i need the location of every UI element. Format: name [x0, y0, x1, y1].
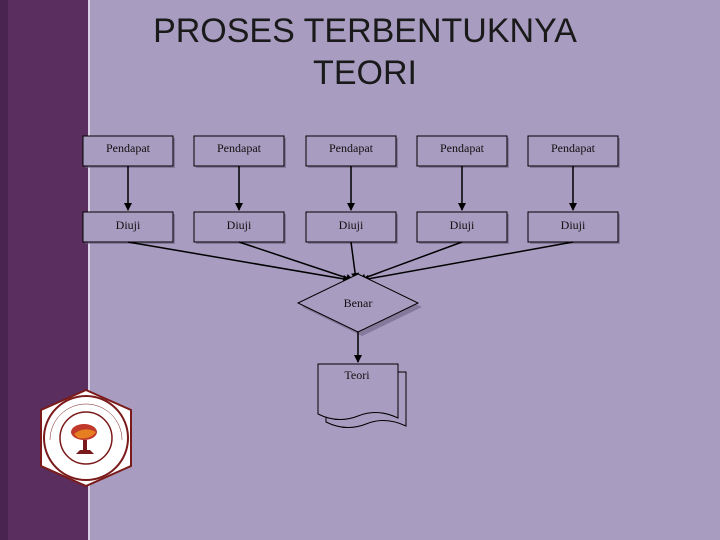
arrow-tested-to-decision: [358, 241, 463, 282]
document-shape-shadow: [325, 371, 407, 428]
opinion-label: Pendapat: [440, 141, 485, 155]
opinion-box: [82, 135, 174, 167]
slide-title: PROSES TERBENTUKNYA TEORI: [100, 10, 630, 94]
document-label: Teori: [344, 368, 370, 382]
opinion-label: Pendapat: [217, 141, 262, 155]
sidebar-divider: [88, 0, 90, 540]
tested-label: Diuji: [561, 218, 586, 232]
tested-label: Diuji: [116, 218, 141, 232]
title-line-1: PROSES TERBENTUKNYA: [153, 12, 577, 50]
opinion-label: Pendapat: [551, 141, 596, 155]
sidebar-edge: [0, 0, 8, 540]
arrow-tested-to-decision: [127, 241, 351, 283]
tested-box: [305, 211, 397, 243]
opinion-label: Pendapat: [106, 141, 151, 155]
tested-box: [193, 211, 285, 243]
arrow-tested-to-decision: [350, 241, 360, 281]
arrow-tested-to-decision: [238, 241, 354, 282]
arrow-tested-to-decision: [361, 241, 574, 283]
tested-box: [82, 211, 174, 243]
opinion-box: [193, 135, 285, 167]
tested-label: Diuji: [450, 218, 475, 232]
document-shape: [317, 363, 399, 420]
tested-box: [527, 211, 619, 243]
logo-ring: [49, 403, 123, 441]
university-logo: [40, 388, 132, 488]
opinion-label: Pendapat: [329, 141, 374, 155]
title-line-2: TEORI: [313, 54, 417, 92]
opinion-box: [305, 135, 397, 167]
tested-label: Diuji: [227, 218, 252, 232]
tested-box: [416, 211, 508, 243]
decision-label: Benar: [344, 296, 373, 310]
opinion-box: [416, 135, 508, 167]
tested-label: Diuji: [339, 218, 364, 232]
